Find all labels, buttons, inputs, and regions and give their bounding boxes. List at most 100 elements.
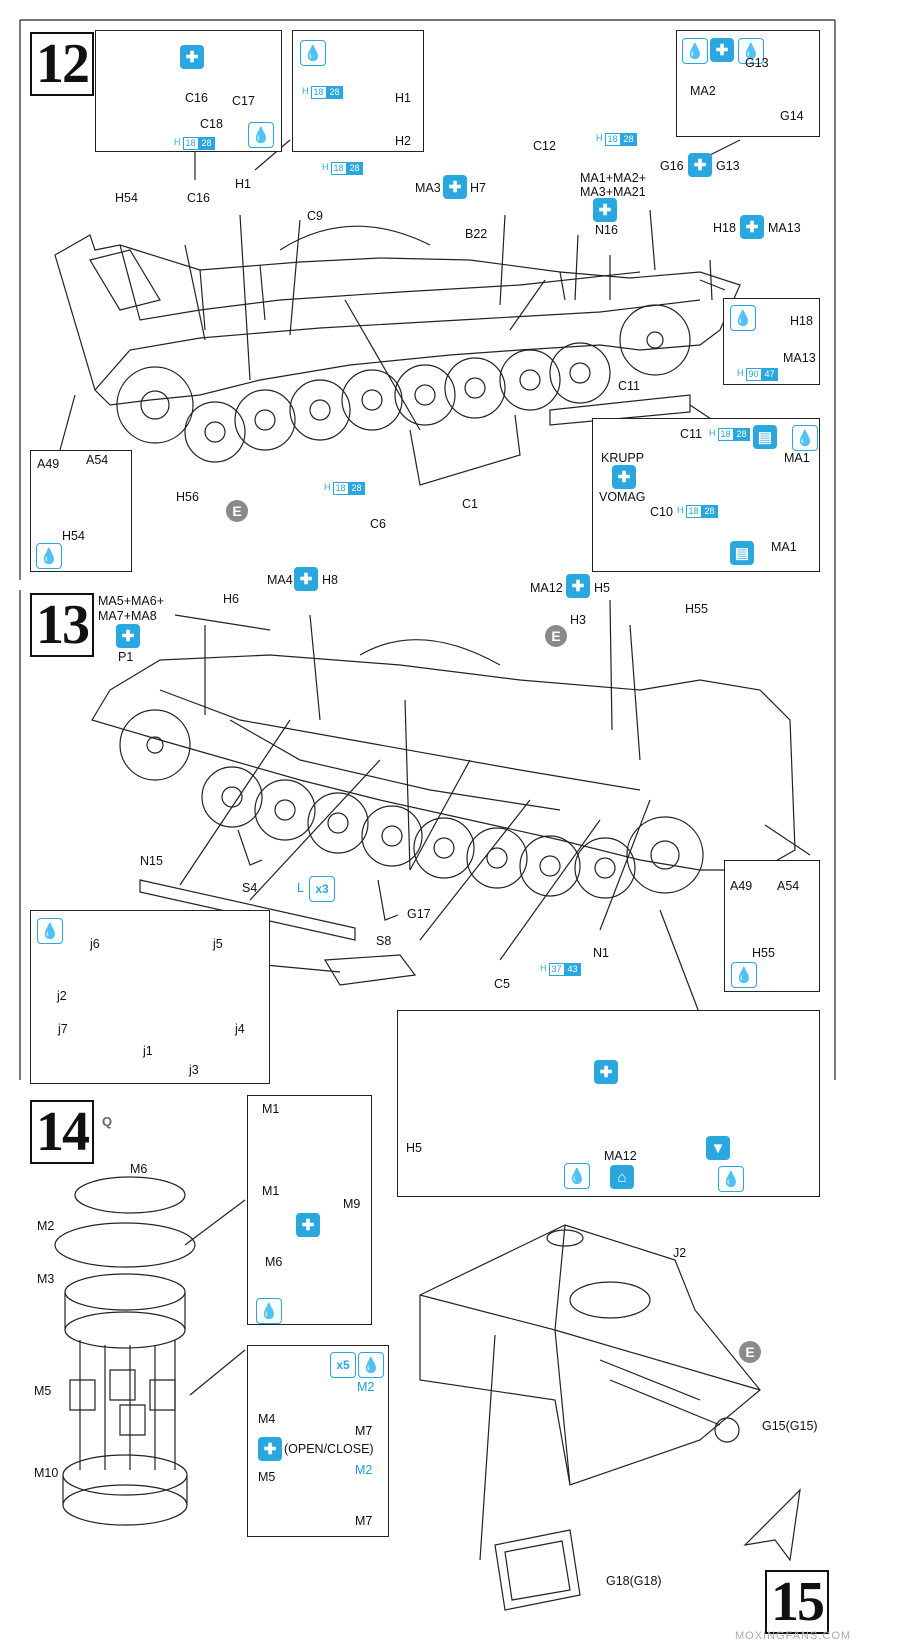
part-H8: H8 xyxy=(322,573,338,587)
part-H1b: H1 xyxy=(235,177,251,191)
part-C12: C12 xyxy=(533,139,556,153)
marker-E: E xyxy=(545,625,567,647)
glue-icon: ✚ xyxy=(443,175,467,199)
part-C11: C11 xyxy=(618,379,641,393)
part-G14: G14 xyxy=(780,109,804,123)
part-H55: H55 xyxy=(685,602,708,616)
part-MA12: MA12 xyxy=(530,581,563,595)
step13-inset-h5-ma12 xyxy=(397,1010,820,1197)
step-13-number: 13 xyxy=(30,593,94,657)
glue-icon: ✚ xyxy=(688,153,712,177)
part-j3: j3 xyxy=(189,1063,199,1077)
glue-icon: ✚ xyxy=(258,1437,282,1461)
part-M2b: M2 xyxy=(357,1380,375,1394)
part-M7: M7 xyxy=(355,1424,373,1438)
part-MA12b: MA12 xyxy=(604,1149,637,1163)
part-G15: G15(G15) xyxy=(762,1419,818,1433)
cement-icon: 💧 xyxy=(730,305,756,331)
cement-icon: 💧 xyxy=(718,1166,744,1192)
part-A49-13: A49 xyxy=(730,879,753,893)
quantity-badge: x3 xyxy=(309,876,335,902)
cement-icon: 💧 xyxy=(682,38,708,64)
part-MA13: MA13 xyxy=(768,221,801,235)
part-S8: S8 xyxy=(376,934,392,948)
part-C9: C9 xyxy=(307,209,323,223)
part-G16: G16 xyxy=(660,159,684,173)
part-M5: M5 xyxy=(34,1384,52,1398)
part-j1: j1 xyxy=(143,1044,153,1058)
part-N15: N15 xyxy=(140,854,163,868)
part-M1b: M1 xyxy=(262,1184,280,1198)
part-MA-combo2: MA7+MA8 xyxy=(98,609,157,623)
part-G17: G17 xyxy=(407,907,431,921)
part-A54-13: A54 xyxy=(777,879,800,893)
cement-icon: 💧 xyxy=(256,1298,282,1324)
part-M5b: M5 xyxy=(258,1470,276,1484)
part-MA13b: MA13 xyxy=(783,351,816,365)
cut-icon: ▼ xyxy=(706,1136,730,1160)
part-H6: H6 xyxy=(223,592,239,606)
paint-stripes-icon: ▤ xyxy=(753,425,777,449)
marker-E: E xyxy=(739,1341,761,1363)
watermark-text: MOXINGFANS.COM xyxy=(735,1630,852,1642)
step14-inset-m9-m6 xyxy=(247,1095,372,1325)
part-MA2: MA2 xyxy=(690,84,716,98)
part-L: L xyxy=(297,881,304,895)
part-H3: H3 xyxy=(570,613,586,627)
part-j5: j5 xyxy=(213,937,223,951)
label-vomag: VOMAG xyxy=(599,490,646,504)
part-G18: G18(G18) xyxy=(606,1574,662,1588)
part-H5b: H5 xyxy=(406,1141,422,1155)
part-A49: A49 xyxy=(37,457,60,471)
part-M3: M3 xyxy=(37,1272,55,1286)
cement-icon: 💧 xyxy=(300,40,326,66)
part-C18: C18 xyxy=(200,117,223,131)
part-M2: M2 xyxy=(37,1219,55,1233)
paint-stripes-icon: ▤ xyxy=(730,541,754,565)
glue-icon: ✚ xyxy=(612,465,636,489)
glue-icon: ✚ xyxy=(710,38,734,62)
part-J2: J2 xyxy=(673,1246,687,1260)
part-MA4: MA4 xyxy=(267,573,293,587)
part-MA3-combo: MA3+MA21 xyxy=(580,185,646,199)
part-H2: H2 xyxy=(395,134,411,148)
part-H7: H7 xyxy=(470,181,486,195)
part-M6b: M6 xyxy=(265,1255,283,1269)
part-P1: P1 xyxy=(118,650,134,664)
part-C17: C17 xyxy=(232,94,255,108)
part-j7: j7 xyxy=(58,1022,68,1036)
part-M10: M10 xyxy=(34,1466,59,1480)
part-S4: S4 xyxy=(242,881,258,895)
part-N1: N1 xyxy=(593,946,609,960)
part-C1: C1 xyxy=(462,497,478,511)
part-M9: M9 xyxy=(343,1197,361,1211)
part-N16: N16 xyxy=(595,223,618,237)
part-M1a: M1 xyxy=(262,1102,280,1116)
glue-icon: ✚ xyxy=(180,45,204,69)
cement-icon: 💧 xyxy=(248,122,274,148)
part-M6: M6 xyxy=(130,1162,148,1176)
part-H1: H1 xyxy=(395,91,411,105)
part-H5: H5 xyxy=(594,581,610,595)
quantity-badge: x5 xyxy=(330,1352,356,1378)
cement-icon: 💧 xyxy=(564,1163,590,1189)
part-H54b: H54 xyxy=(62,529,85,543)
part-C16: C16 xyxy=(185,91,208,105)
step13-inset-jack xyxy=(30,910,270,1084)
glue-icon: ✚ xyxy=(740,215,764,239)
part-C11b: C11 xyxy=(680,427,703,441)
step-14-mark: Q xyxy=(102,1114,113,1129)
label-open-close: (OPEN/CLOSE) xyxy=(284,1442,374,1456)
bend-icon: ⌂ xyxy=(610,1165,634,1189)
cement-icon: 💧 xyxy=(358,1352,384,1378)
step12-inset-c10-c11 xyxy=(592,418,820,572)
part-A54: A54 xyxy=(86,453,109,467)
step-15-number: 15 xyxy=(765,1570,829,1634)
part-C6: C6 xyxy=(370,517,386,531)
part-C5: C5 xyxy=(494,977,510,991)
